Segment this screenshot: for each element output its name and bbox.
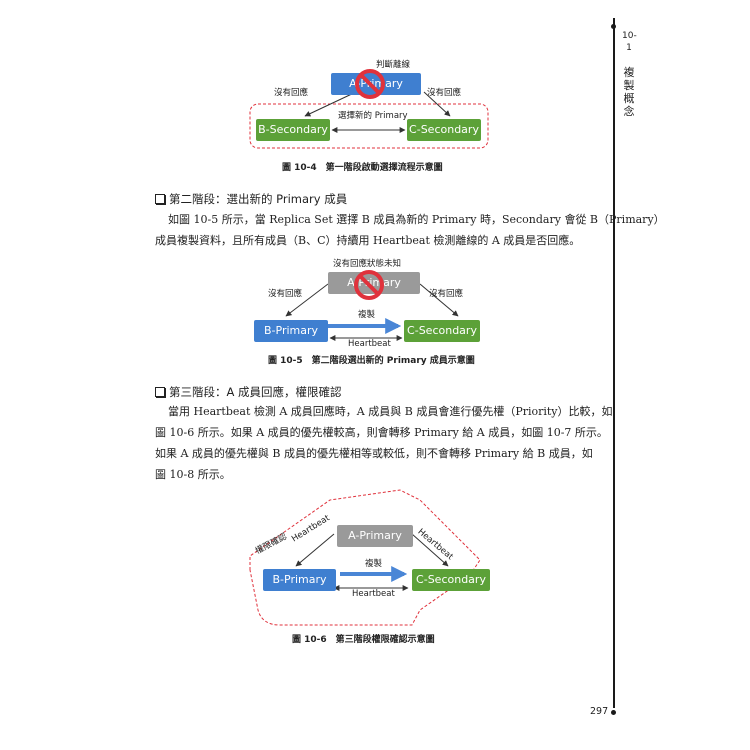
section3-line3: 如果 A 成員的優先權與 B 成員的優先權相等或較低，則不會轉移 Primary… bbox=[155, 447, 593, 460]
chapter-title: 複製概念 bbox=[623, 66, 635, 118]
chapter-number: 10-1 bbox=[622, 31, 637, 53]
figure1-left-label: 沒有回應 bbox=[274, 88, 309, 98]
section3-line4: 圖 10-8 所示。 bbox=[155, 468, 231, 481]
section3-line2: 圖 10-6 所示。如果 A 成員的優先權較高，則會轉移 Primary 給 A… bbox=[155, 426, 608, 439]
figure1-right-label: 沒有回應 bbox=[427, 88, 462, 98]
figure3-arrow-label: 複製 bbox=[365, 559, 383, 569]
rail-dot-top bbox=[611, 24, 616, 29]
figure1-middle-label: 選擇新的 Primary bbox=[338, 111, 408, 121]
figure1-top-label: 判斷離線 bbox=[376, 60, 411, 70]
figure2-right-label: 沒有回應 bbox=[429, 289, 464, 299]
figure1-node-b: B-Secondary bbox=[256, 119, 330, 141]
figure1-caption: 圖 10-4 第一階段啟動選擇流程示意圖 bbox=[282, 163, 443, 173]
figure3-caption: 圖 10-6 第三階段權限確認示意圖 bbox=[292, 635, 435, 645]
section2-heading: 第二階段：選出新的 Primary 成員 bbox=[155, 191, 347, 207]
figure2-node-a: A-Primary bbox=[328, 272, 420, 294]
section3-line1: 當用 Heartbeat 檢測 A 成員回應時，A 成員與 B 成員會進行優先權… bbox=[168, 405, 613, 418]
figure2-top-label: 沒有回應狀態未知 bbox=[333, 259, 402, 269]
section2-line2: 成員複製資料，且所有成員（B、C）持續用 Heartbeat 檢測離線的 A 成… bbox=[155, 234, 581, 247]
section2-line1: 如圖 10-5 所示，當 Replica Set 選擇 B 成員為新的 Prim… bbox=[168, 213, 665, 226]
figure2-bottom-label: Heartbeat bbox=[348, 339, 391, 349]
figure1-node-c: C-Secondary bbox=[407, 119, 481, 141]
figure2-node-c: C-Secondary bbox=[404, 320, 480, 342]
page-number: 297 bbox=[590, 706, 609, 717]
checkbox-bullet-icon bbox=[155, 387, 165, 397]
section3-heading: 第三階段：A 成員回應，權限確認 bbox=[155, 384, 342, 400]
chapter-rail bbox=[613, 18, 615, 708]
figure2-node-b: B-Primary bbox=[254, 320, 328, 342]
figure3-node-a: A-Primary bbox=[337, 525, 413, 547]
figure2-arrow-label: 複製 bbox=[358, 310, 376, 320]
figure2-caption: 圖 10-5 第二階段選出新的 Primary 成員示意圖 bbox=[268, 356, 475, 366]
figure2-left-label: 沒有回應 bbox=[268, 289, 303, 299]
figure1-node-a: A-Primary bbox=[331, 73, 421, 95]
rail-dot-bottom bbox=[611, 710, 616, 715]
figure3-node-b: B-Primary bbox=[263, 569, 336, 591]
checkbox-bullet-icon bbox=[155, 194, 165, 204]
figure3-bottom-label: Heartbeat bbox=[352, 589, 395, 599]
figure3-node-c: C-Secondary bbox=[412, 569, 490, 591]
